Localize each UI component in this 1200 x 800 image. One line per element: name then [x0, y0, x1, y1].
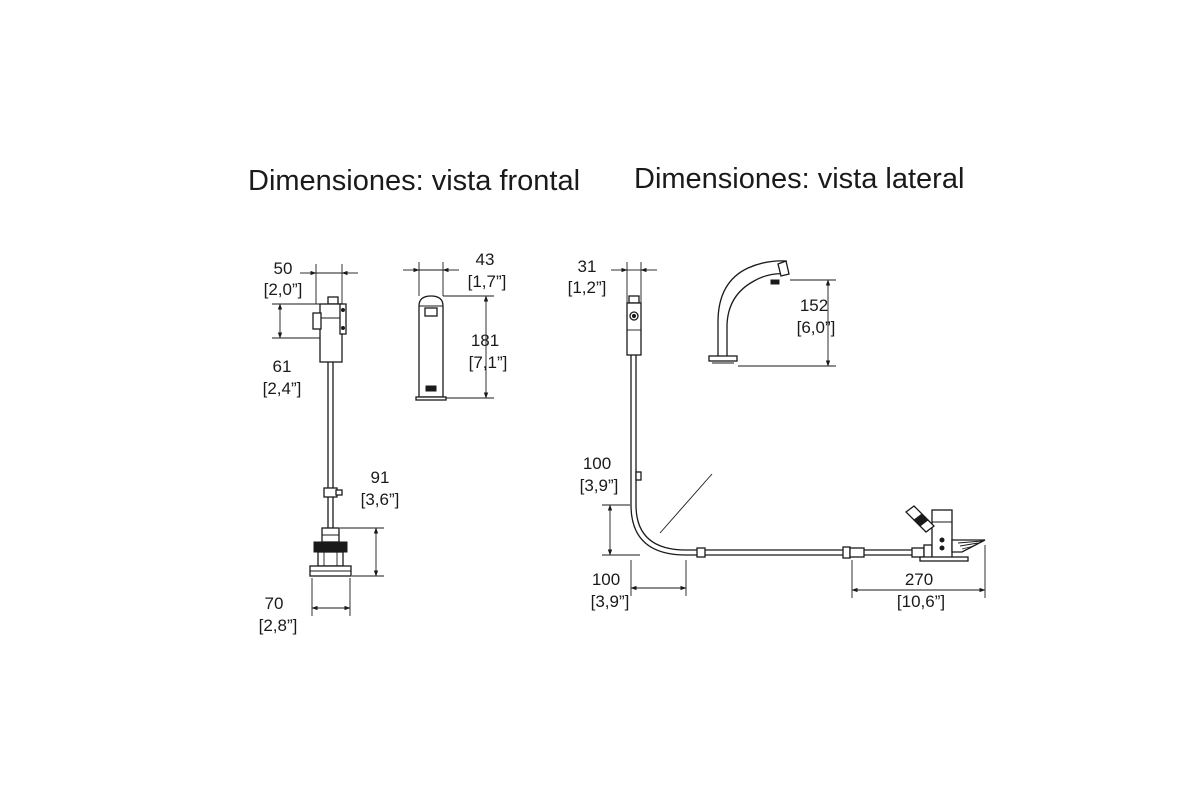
dim-side-horizontal-run-inches: [10,6”]: [897, 592, 945, 611]
dim-side-bend-horizontal: 100 [3,9”]: [591, 560, 687, 611]
dim-side-bend-vertical-inches: [3,9”]: [580, 476, 619, 495]
dim-side-bend-vertical-value: 100: [583, 454, 611, 473]
dim-front-lower-height: 91 [3,6”]: [340, 468, 400, 577]
dim-front-spout-width-inches: [1,7”]: [468, 272, 507, 291]
dim-front-base-width-value: 70: [265, 594, 284, 613]
dim-side-top-width-value: 31: [578, 257, 597, 276]
dim-front-width-top-inches: [2,0”]: [264, 280, 303, 299]
front-valve-assembly: [309, 296, 352, 577]
front-view-title: Dimensiones: vista frontal: [248, 165, 580, 197]
dim-front-base-width: 70 [2,8”]: [259, 578, 351, 635]
dim-front-spout-height: 181 [7,1”]: [443, 295, 508, 399]
dim-side-top-width: 31 [1,2”]: [568, 257, 657, 303]
dim-front-spout-width: 43 [1,7”]: [403, 250, 506, 296]
dim-front-width-top: 50 [2,0”]: [264, 259, 358, 304]
dim-side-spout-height: 152 [6,0”]: [738, 279, 836, 367]
dim-side-bend-vertical: 100 [3,9”]: [580, 454, 640, 556]
dim-front-spout-height-inches: [7,1”]: [469, 353, 508, 372]
side-valve-assembly: [626, 295, 915, 559]
dim-side-horizontal-run: 270 [10,6”]: [851, 545, 986, 611]
side-view-title: Dimensiones: vista lateral: [634, 163, 964, 195]
dim-front-width-top-value: 50: [274, 259, 293, 278]
front-spout: [415, 295, 447, 401]
dim-side-horizontal-run-value: 270: [905, 570, 933, 589]
dim-side-top-width-inches: [1,2”]: [568, 278, 607, 297]
side-spout: [708, 260, 790, 364]
dim-side-spout-height-inches: [6,0”]: [797, 318, 836, 337]
dim-side-bend-horizontal-inches: [3,9”]: [591, 592, 630, 611]
dim-front-lower-height-inches: [3,6”]: [361, 490, 400, 509]
dim-side-bend-horizontal-value: 100: [592, 570, 620, 589]
dim-front-spout-width-value: 43: [476, 250, 495, 269]
dim-side-spout-height-value: 152: [800, 296, 828, 315]
dim-front-base-width-inches: [2,8”]: [259, 616, 298, 635]
dim-front-valve-height-inches: [2,4”]: [263, 379, 302, 398]
side-pedal-assembly: [905, 505, 986, 562]
dim-front-valve-height: 61 [2,4”]: [263, 303, 320, 398]
dim-front-valve-height-value: 61: [273, 357, 292, 376]
dim-front-lower-height-value: 91: [371, 468, 390, 487]
dim-front-spout-height-value: 181: [471, 331, 499, 350]
